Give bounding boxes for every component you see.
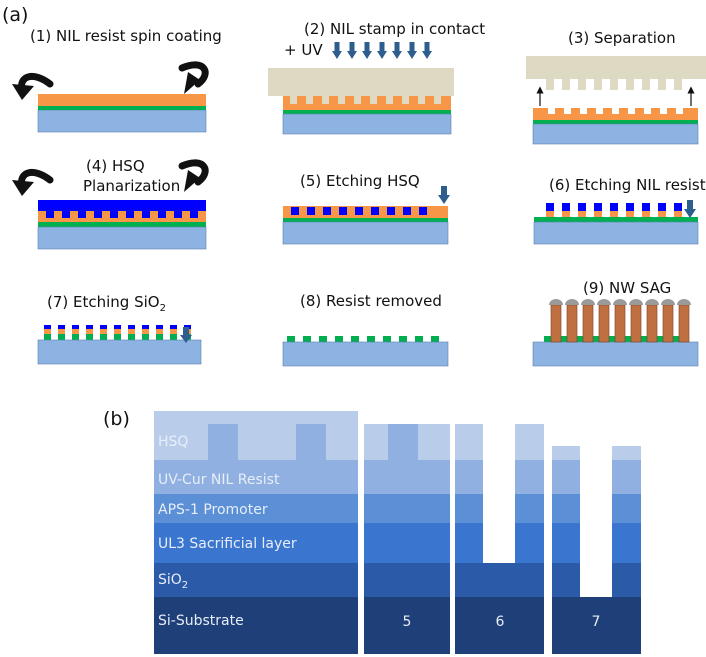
layer-label-si: Si-Substrate (158, 613, 244, 629)
nanowire-cap (549, 299, 563, 305)
step-7-title: (7) Etching SiO2 (47, 293, 166, 314)
nanowire-cap (661, 299, 675, 305)
step-3-title: (3) Separation (568, 29, 676, 47)
column-numbers: 5 6 7 (403, 614, 601, 630)
process-flow-diagram (12, 42, 706, 367)
step-4-title: (4) HSQ (86, 157, 145, 175)
step-5-stack (282, 206, 449, 245)
column-step-6 (455, 424, 544, 654)
nanowire-cap (597, 299, 611, 305)
band-aps (154, 494, 358, 523)
step-4-stack (37, 200, 207, 250)
panel-b-label: (b) (103, 408, 130, 430)
layer-label-nil: UV-Cur NIL Resist (158, 472, 280, 488)
step-9-stack (532, 336, 699, 367)
step-1-title: (1) NIL resist spin coating (30, 27, 222, 45)
step-3-stack (532, 108, 699, 145)
band-si (154, 597, 358, 654)
layer-bands (154, 411, 358, 654)
step-2-uv-label: + UV (284, 41, 323, 59)
step-8-title: (8) Resist removed (300, 292, 442, 310)
nanowire-cap (629, 299, 643, 305)
layer-label-sio2: SiO2 (158, 572, 188, 591)
panel-a-label: (a) (2, 4, 29, 26)
column-step-5 (364, 424, 450, 654)
spin-arrow-left-icon (12, 73, 54, 100)
step-4-title-line2: Planarization (83, 177, 181, 195)
layer-label-aps: APS-1 Promoter (158, 502, 268, 518)
step-2-title: (2) NIL stamp in contact (304, 20, 486, 38)
layer-label-hsq: HSQ (158, 434, 188, 450)
nanowire-cap (613, 299, 627, 305)
nil-pillar-2 (296, 424, 326, 460)
spin-arrow-right-icon (178, 61, 209, 94)
step-8-stack (282, 336, 449, 367)
uv-arrows-icon (332, 42, 432, 59)
step-5-title: (5) Etching HSQ (300, 172, 420, 190)
nanowire-cap (645, 299, 659, 305)
column-step-7 (552, 446, 641, 654)
stamp-teeth (290, 96, 441, 104)
nil-pillar-1 (208, 424, 238, 460)
step-1-stack (37, 94, 207, 133)
column-number-7: 7 (592, 614, 601, 630)
band-sio2 (154, 563, 358, 597)
step-3-stamp (526, 56, 706, 90)
band-nil (154, 460, 358, 494)
nanowire-cap (565, 299, 579, 305)
spin-arrow-right-4-icon (178, 159, 209, 192)
step-2-stack (268, 68, 454, 135)
etch-arrow-7-icon (180, 327, 192, 343)
etch-arrow-6-icon (684, 200, 696, 218)
layer-labels: HSQ UV-Cur NIL Resist APS-1 Promoter UL3… (158, 434, 297, 629)
spin-arrow-left-4-icon (12, 169, 54, 196)
nanowire-cap (677, 299, 691, 305)
band-ul3 (154, 523, 358, 563)
step-7-stack (37, 325, 202, 365)
nanowire-cap (581, 299, 595, 305)
etch-arrow-5-icon (438, 186, 450, 204)
layer-label-ul3: UL3 Sacrificial layer (158, 536, 297, 552)
step-6-stack (533, 203, 699, 245)
column-number-6: 6 (496, 614, 505, 630)
column-number-5: 5 (403, 614, 412, 630)
step-9-title: (9) NW SAG (583, 279, 672, 297)
step-6-title: (6) Etching NIL resist (549, 176, 706, 194)
